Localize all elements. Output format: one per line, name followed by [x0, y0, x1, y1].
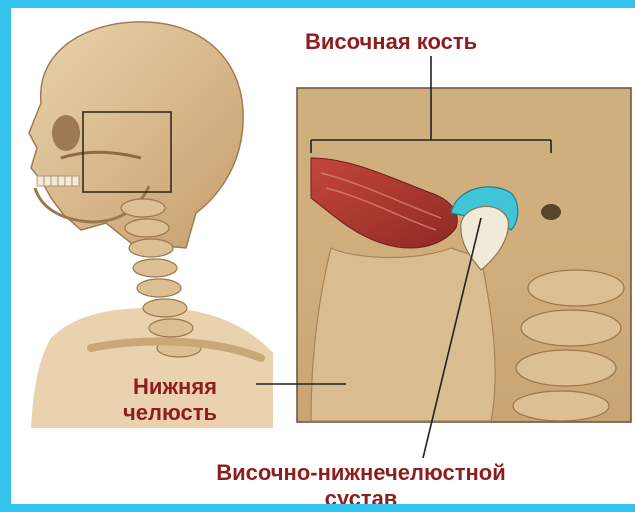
head-figure — [29, 22, 273, 428]
illustration-canvas: Височная кость Нижняя челюсть Височно-ни… — [11, 8, 635, 504]
teeth — [37, 176, 79, 186]
tmj-label-line1: Височно-нижнечелюстной — [131, 460, 591, 486]
tmj-label: Височно-нижнечелюстной сустав — [131, 460, 591, 504]
anatomy-illustration — [11, 8, 635, 504]
temporal-bone-label: Височная кость — [305, 30, 477, 54]
tmj-label-line2: сустав — [131, 486, 591, 504]
ear-canal — [541, 204, 561, 220]
mandible-label: Нижняя челюсть — [123, 374, 217, 426]
eye-socket — [52, 115, 80, 151]
mandible-label-line1: Нижняя — [123, 374, 217, 400]
mandible-label-line2: челюсть — [123, 400, 217, 426]
zoomed-joint — [297, 88, 631, 422]
